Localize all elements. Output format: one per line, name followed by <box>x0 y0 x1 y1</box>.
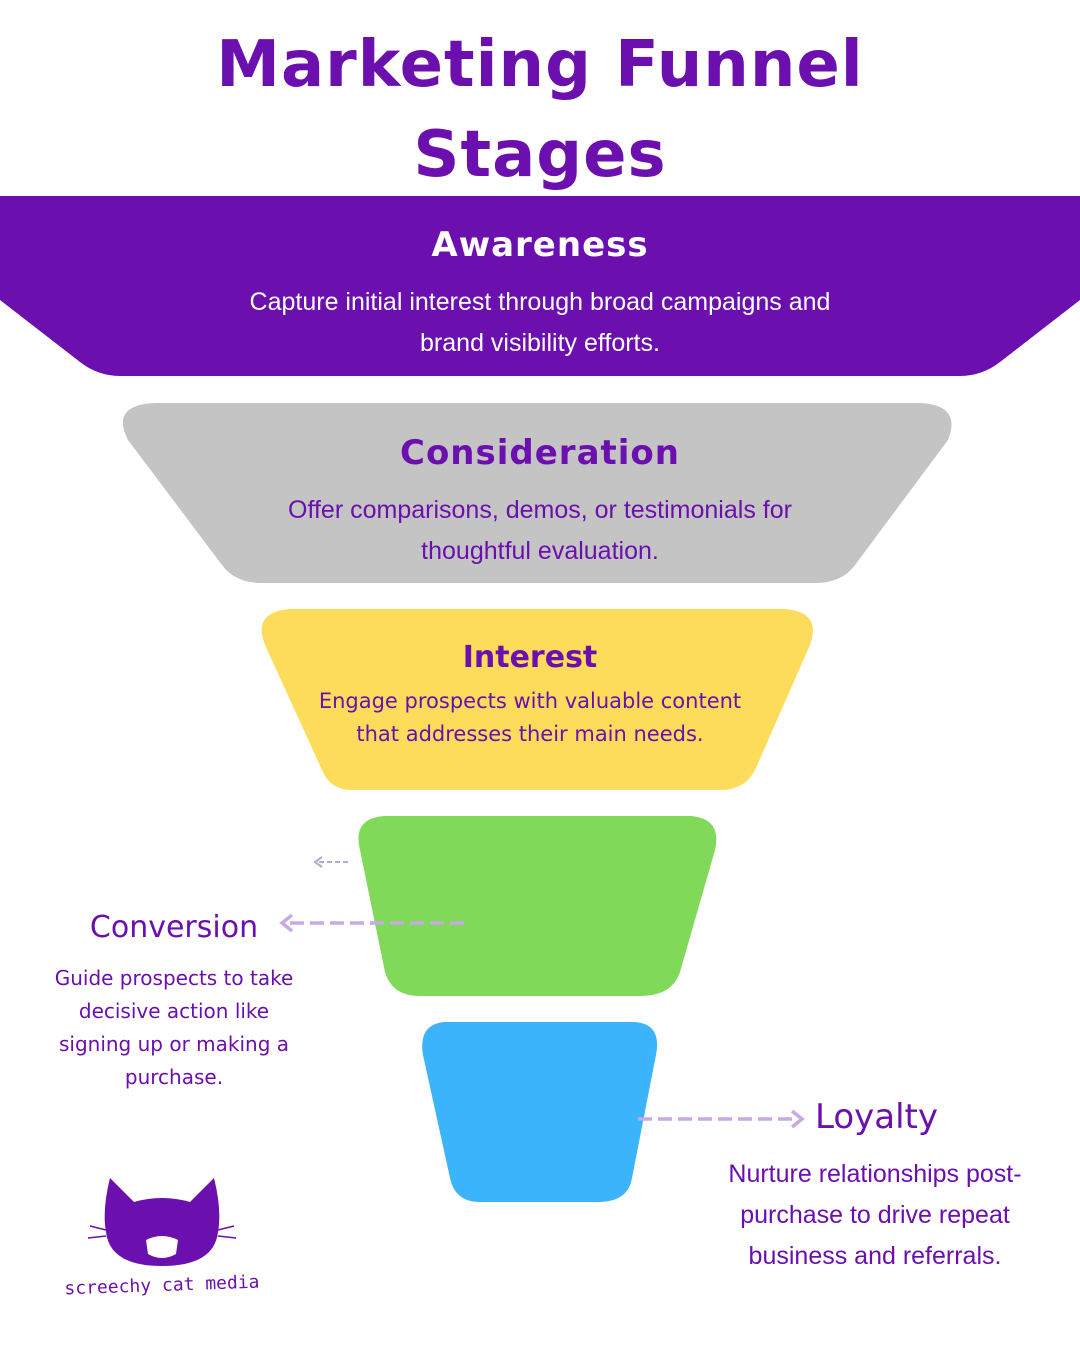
cat-head-icon <box>87 1178 237 1266</box>
loyalty-description: Nurture relationships post-purchase to d… <box>728 1160 1022 1270</box>
stage-description: Capture initial interest through broad c… <box>249 288 831 357</box>
stage-title: Awareness <box>431 225 649 265</box>
interest-segment <box>261 609 813 790</box>
consideration-segment <box>122 403 952 583</box>
title-line-2: Stages <box>413 118 667 192</box>
stage-description: Offer comparisons, demos, or testimonial… <box>288 496 792 565</box>
title-line-1: Marketing Funnel <box>216 28 864 102</box>
loyalty-segment <box>422 1022 658 1202</box>
awareness-segment <box>0 196 1080 376</box>
stage-title: Interest <box>462 640 598 675</box>
stage-description: Guide prospects to take decisive action … <box>54 966 294 1089</box>
small-arrow-left <box>313 856 348 868</box>
awareness-stage: Awareness Capture initial interest throu… <box>240 222 840 364</box>
stage-description: Engage prospects with valuable content t… <box>318 689 742 746</box>
interest-stage: Interest Engage prospects with valuable … <box>310 637 750 751</box>
conversion-segment <box>358 816 717 996</box>
loyalty-stage: Loyalty <box>815 1094 1055 1140</box>
conversion-arrow <box>279 913 464 933</box>
consideration-stage: Consideration Offer comparisons, demos, … <box>240 430 840 572</box>
stage-title: Consideration <box>400 433 680 473</box>
stage-title: Conversion <box>89 910 259 945</box>
loyalty-arrow <box>638 1109 805 1129</box>
conversion-stage: Conversion Guide prospects to take decis… <box>48 906 300 1094</box>
stage-title: Loyalty <box>815 1097 939 1137</box>
page-title: Marketing Funnel Stages <box>0 20 1080 200</box>
